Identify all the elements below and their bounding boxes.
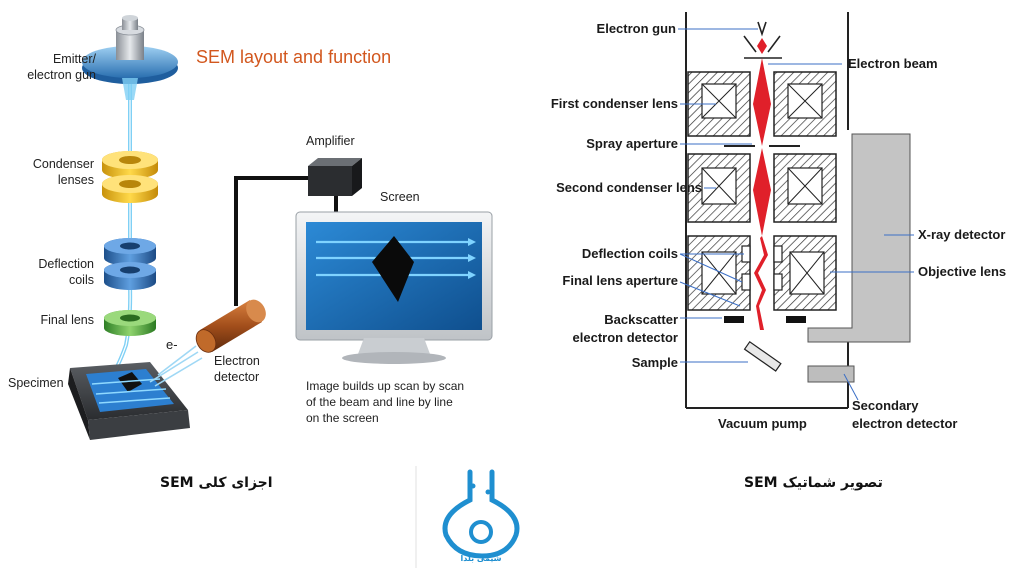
spray-aperture-label: Spray aperture: [586, 136, 678, 151]
emitter-label-line1: Emitter/: [52, 52, 96, 66]
condenser-lenses-icon: [102, 151, 158, 203]
objective-lens-label: Objective lens: [918, 264, 1007, 279]
first-condenser-lens-icon: [687, 71, 837, 137]
deflection-coils-label: Deflection coils: [581, 246, 678, 261]
specimen-label: Specimen: [8, 376, 64, 390]
screen-label: Screen: [380, 190, 420, 204]
vacuum-pump-label: Vacuum pump: [718, 416, 807, 431]
right-caption: تصویر شماتیک SEM: [744, 475, 883, 491]
electron-beam-shape: [753, 38, 771, 330]
secondary-detector-icon: [807, 365, 855, 383]
backscatter-detector-right-icon: [786, 316, 806, 323]
secondary-detector-label: Secondary electron detector: [852, 397, 957, 432]
sample-label: Sample: [631, 355, 678, 370]
left-caption: اجزای کلی SEM: [160, 475, 273, 491]
logo-text: شیمی بلدا: [460, 554, 502, 563]
detector-label-line2: detector: [214, 369, 260, 384]
logo-flask-icon: [442, 469, 520, 559]
first-condenser-label: First condenser lens: [550, 96, 678, 111]
detector-cable: [234, 176, 308, 306]
final-lens-aperture-label: Final lens aperture: [562, 273, 678, 288]
condenser-label-line2: lenses: [57, 172, 94, 187]
sem-column-outline: [685, 12, 849, 409]
monitor-icon: [295, 211, 493, 364]
backscatter-label: Backscatter electron detector: [520, 311, 678, 346]
deflection-label: Deflection coils: [0, 257, 94, 288]
deflection-label-line2: coils: [68, 272, 94, 287]
objective-lens-block-icon: [687, 235, 837, 311]
amplifier-icon: [308, 158, 362, 196]
second-condenser-lens-icon: [687, 153, 837, 223]
electron-detector-label: Electron detector: [214, 354, 260, 385]
secondary-label-line1: Secondary: [852, 398, 919, 413]
deflection-label-line1: Deflection: [38, 257, 94, 271]
secondary-label-line2: electron detector: [852, 415, 958, 431]
condenser-label-line1: Condenser: [32, 157, 94, 171]
specimen-stage-icon: [68, 362, 190, 440]
backscatter-detector-icon: [724, 316, 744, 323]
electron-beam-line: [106, 75, 133, 384]
condenser-label: Condenser lenses: [0, 157, 94, 188]
detector-label-line1: Electron: [214, 354, 260, 368]
electron-beam-label: Electron beam: [848, 56, 938, 71]
emitter-gun-icon: [82, 15, 178, 100]
deflection-coils-icon: [104, 238, 156, 290]
electron-gun-label: Electron gun: [596, 21, 676, 36]
sample-icon: [743, 340, 782, 372]
leader-lines: [678, 28, 914, 401]
electron-gun-icon: [743, 21, 782, 59]
second-condenser-label: Second condenser lens: [556, 180, 702, 195]
scan-description-line1: Image builds up scan by scan: [306, 379, 465, 393]
xray-detector-icon: [807, 133, 911, 343]
scan-description-line2: of the beam and line by line: [306, 395, 453, 410]
final-lens-label: Final lens: [40, 313, 95, 327]
final-lens-icon: [104, 310, 156, 336]
amplifier-label: Amplifier: [306, 134, 355, 148]
emitted-electrons-icon: [149, 345, 203, 387]
scan-description-line3: on the screen: [306, 411, 379, 426]
specimen-image-icon: [372, 236, 414, 302]
backscatter-label-line2: electron detector: [572, 329, 678, 345]
electron-symbol-label: e-: [166, 337, 178, 352]
scan-description: Image builds up scan by scan of the beam…: [306, 378, 464, 427]
diagram-title: SEM layout and function: [196, 47, 392, 67]
xray-detector-label: X-ray detector: [918, 227, 1006, 242]
backscatter-label-line1: Backscatter: [604, 312, 678, 327]
electron-detector-icon: [195, 299, 266, 353]
emitter-label: Emitter/ electron gun: [0, 52, 96, 83]
emitter-label-line2: electron gun: [27, 67, 96, 82]
